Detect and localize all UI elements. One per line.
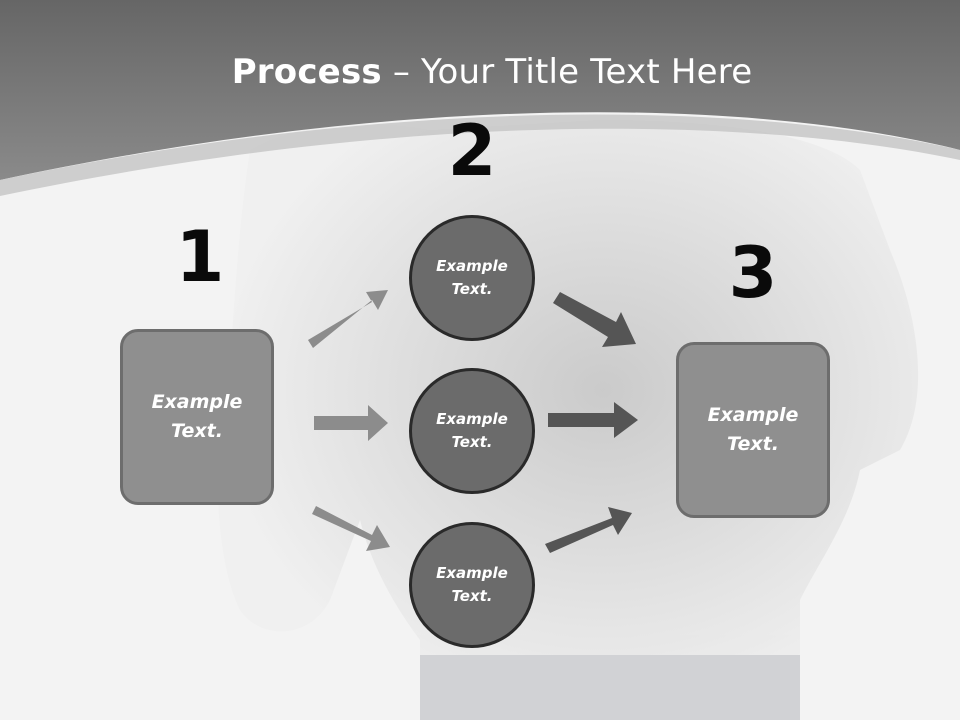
step-number-2: 2 xyxy=(447,110,497,192)
slide-title: Process – Your Title Text Here xyxy=(0,52,960,92)
circle-1-line2: Text. xyxy=(451,280,493,298)
title-rest: – Your Title Text Here xyxy=(381,52,753,92)
title-bold: Process xyxy=(231,52,382,92)
input-box-line1: Example xyxy=(151,391,243,413)
input-box-line2: Text. xyxy=(171,420,223,442)
circle-2-line2: Text. xyxy=(451,433,493,451)
circle-3-line1: Example xyxy=(436,564,508,582)
output-box-line1: Example xyxy=(707,404,799,426)
circle-3-line2: Text. xyxy=(451,587,493,605)
output-box-line2: Text. xyxy=(727,433,779,455)
circle-1-line1: Example xyxy=(436,257,508,275)
step-number-3: 3 xyxy=(728,232,778,314)
step-number-1: 1 xyxy=(175,216,225,298)
circle-2-line1: Example xyxy=(436,410,508,428)
